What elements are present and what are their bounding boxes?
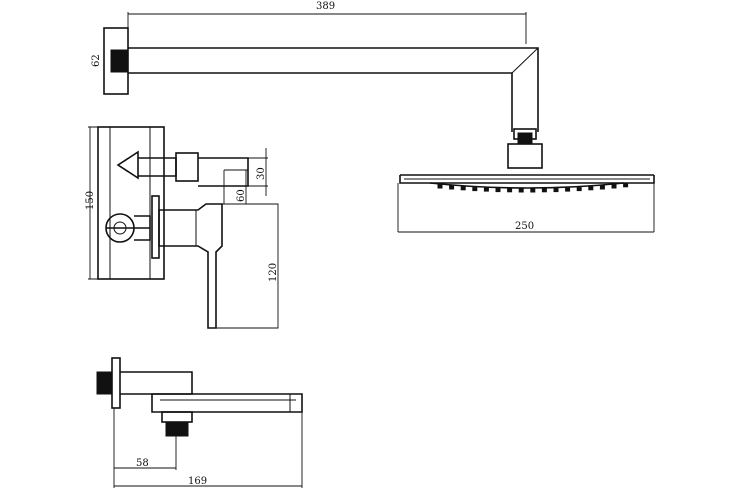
spout-offset-dim-line (113, 408, 177, 488)
arm-elbow (511, 47, 539, 74)
spout-nut (161, 411, 193, 423)
nozzle (623, 183, 629, 188)
spout-outlet (165, 421, 189, 437)
nozzle (599, 185, 605, 190)
nozzle (437, 184, 443, 189)
nozzle (483, 187, 489, 192)
nozzle (495, 188, 501, 193)
spout-wall-connector (96, 371, 113, 395)
nozzle (565, 187, 571, 192)
mixer-assembly: 150 30 60 120 (85, 126, 279, 329)
handle-length-dim-line (216, 203, 279, 329)
nozzle (553, 188, 559, 193)
mixer-handle (158, 203, 223, 329)
spout-body (151, 393, 303, 413)
flange-connector (110, 49, 129, 73)
nozzle (518, 188, 524, 193)
nozzle (611, 184, 617, 189)
depth30-dim-line (248, 148, 268, 196)
head-diameter-label: 250 (515, 221, 534, 232)
nozzle (530, 188, 536, 193)
nozzle (576, 187, 582, 192)
spout-length-dim-line (114, 412, 303, 488)
spout-assembly: 58 169 (96, 357, 303, 488)
nozzle (460, 186, 466, 191)
head-swivel (507, 143, 543, 169)
shower-head (399, 174, 655, 193)
nozzle (588, 186, 594, 191)
shower-arm-assembly: 389 62 250 (91, 1, 655, 233)
trim-plate (151, 195, 160, 259)
nozzle (541, 188, 547, 193)
arm-thread (517, 132, 533, 144)
spout-flange (111, 357, 121, 409)
arm-length-dim-line (127, 12, 527, 44)
handle-length-label: 120 (268, 263, 279, 282)
mixer-height-dim-line (88, 126, 98, 280)
flange-height-label: 62 (91, 54, 102, 67)
nozzle (507, 188, 513, 193)
depth30-label: 30 (256, 167, 267, 180)
outlet-nut (175, 152, 199, 182)
mixer-wall-box (97, 126, 165, 280)
mixer-height-label: 150 (85, 191, 96, 210)
nozzle (449, 185, 455, 190)
shower-arm (128, 47, 539, 132)
spout-arm (120, 371, 193, 395)
spout-offset-label: 58 (136, 458, 149, 469)
nozzle (472, 187, 478, 192)
outlet-cone (116, 150, 139, 180)
head-diameter-dim-line (397, 183, 655, 233)
outlet-pipe (198, 157, 249, 187)
arm-length-label: 389 (316, 1, 335, 12)
depth60-label: 60 (236, 189, 247, 202)
spout-length-label: 169 (188, 476, 207, 487)
